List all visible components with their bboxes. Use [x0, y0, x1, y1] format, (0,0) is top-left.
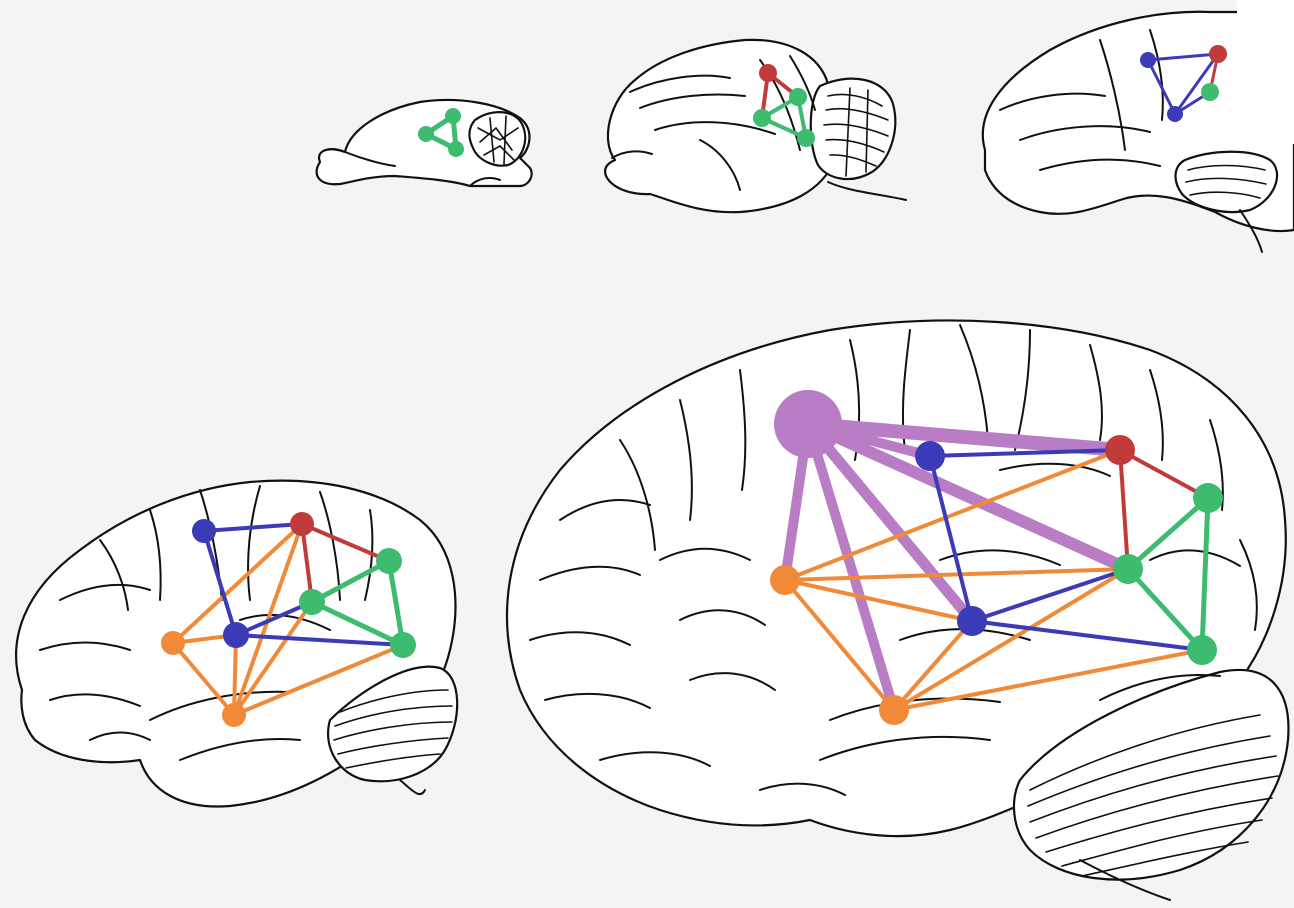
green-node [445, 108, 461, 124]
green-node [1201, 83, 1219, 101]
green-node [1113, 554, 1143, 584]
orange-node [161, 631, 185, 655]
brain-3-crop-patch [1237, 0, 1294, 144]
brain-2-cerebellum [811, 79, 896, 179]
orange-node [879, 695, 909, 725]
brain-5 [507, 320, 1288, 900]
blue-node [1167, 106, 1183, 122]
orange-node [770, 565, 800, 595]
green-node [1193, 483, 1223, 513]
brain-1 [317, 100, 532, 186]
brain-4-stem [400, 780, 425, 794]
brain-2-stem [828, 182, 906, 200]
green-node [448, 141, 464, 157]
blue-node [192, 519, 216, 543]
brain-2 [605, 40, 906, 212]
green-node [376, 548, 402, 574]
red-node [290, 512, 314, 536]
blue-node [957, 606, 987, 636]
purple-node [774, 390, 842, 458]
red-node [1105, 435, 1135, 465]
green-node [797, 129, 815, 147]
red-node [759, 64, 777, 82]
green-node [299, 589, 325, 615]
blue-node [223, 622, 249, 648]
blue-node [915, 441, 945, 471]
blue-node [1140, 52, 1156, 68]
green-node [753, 109, 771, 127]
green-node [789, 88, 807, 106]
green-node [1187, 635, 1217, 665]
orange-node [222, 703, 246, 727]
red-node [1209, 45, 1227, 63]
green-node [418, 126, 434, 142]
green-node [390, 632, 416, 658]
